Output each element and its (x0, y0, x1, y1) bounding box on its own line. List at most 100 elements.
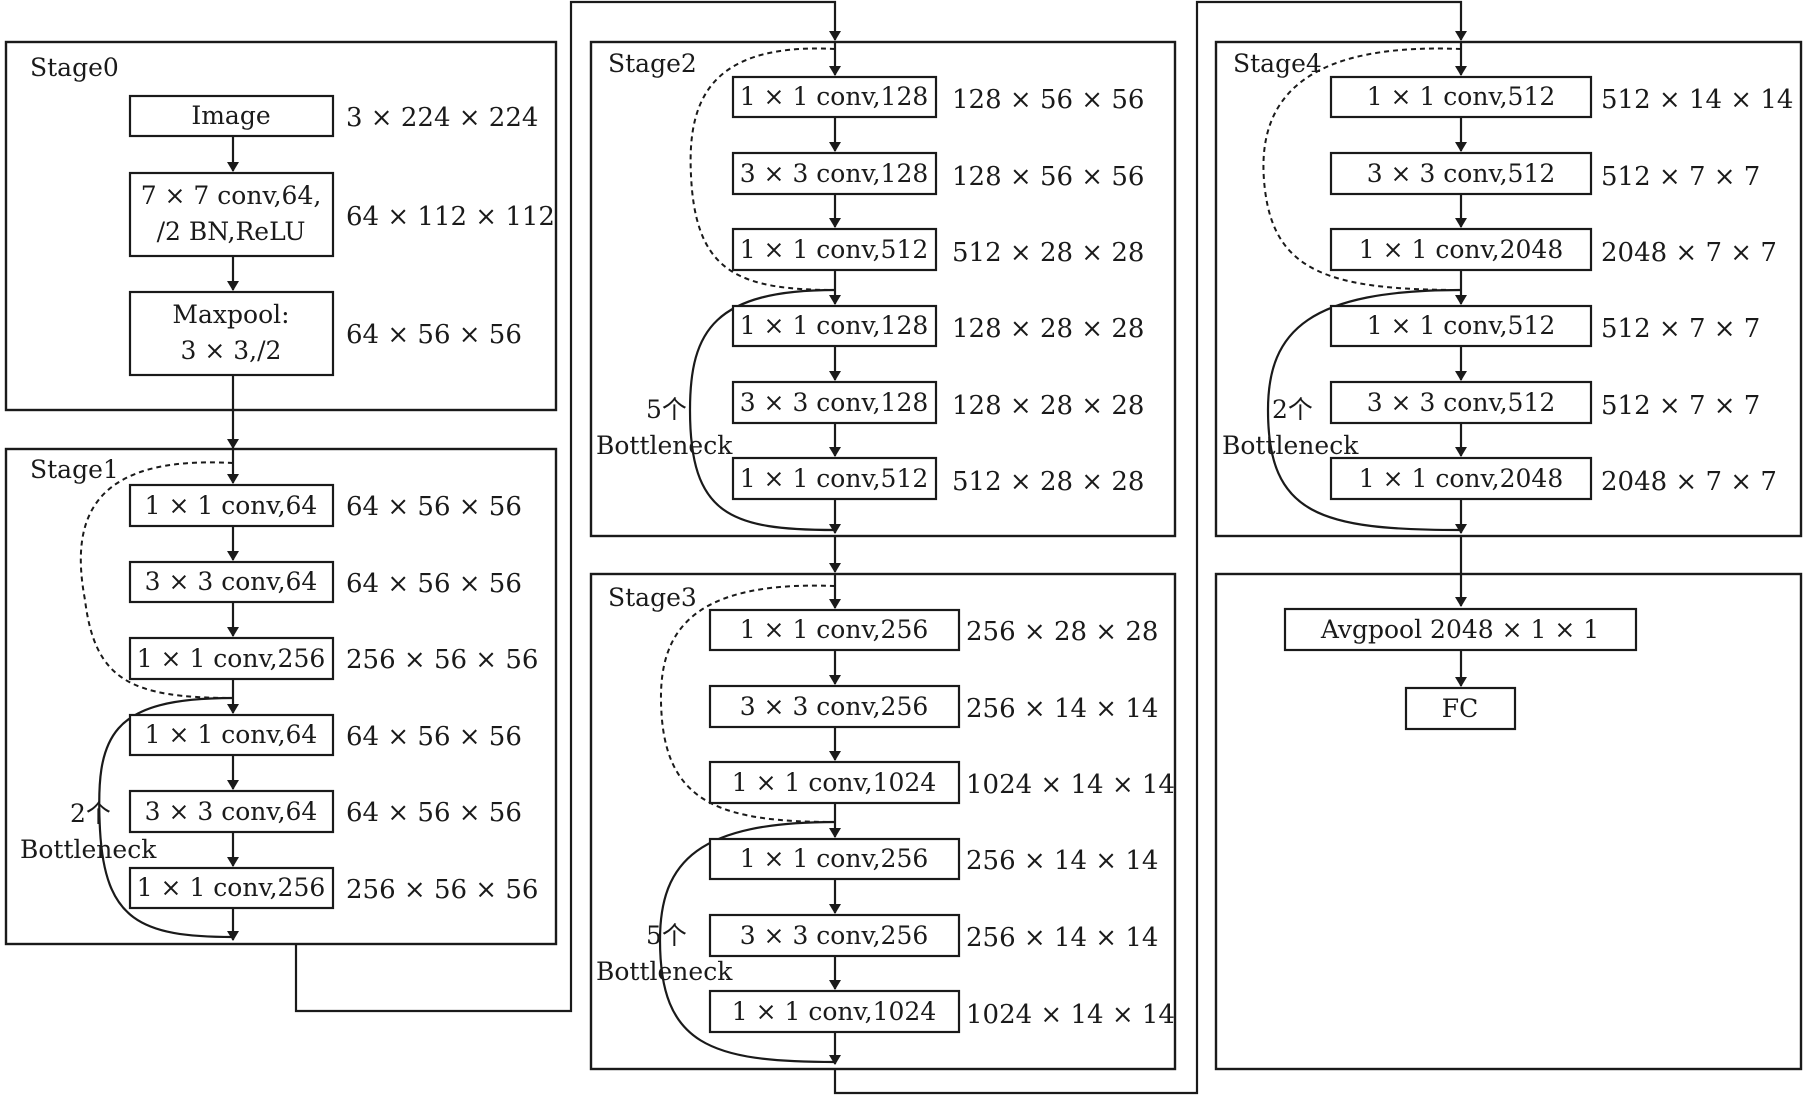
stage1-repeat-name: Bottleneck (20, 835, 157, 864)
connector-stage3-to-stage4 (833, 0, 1467, 1095)
stage2-layer-1-dim: 128 × 56 × 56 (952, 162, 1144, 192)
avgpool-box (1283, 607, 1638, 652)
stage3-layer-0-box (708, 608, 961, 652)
stage1-layer-5-dim: 256 × 56 × 56 (346, 875, 538, 905)
stage1-layer-3-dim: 64 × 56 × 56 (346, 722, 522, 752)
stage4-layer-3-label: 1 × 1 conv,512 (1367, 311, 1556, 340)
conv7-label-line1: 7 × 7 conv,64, (141, 181, 322, 210)
stage3-repeat-name: Bottleneck (596, 957, 733, 986)
stage2-layer-2-dim: 512 × 28 × 28 (952, 238, 1144, 268)
stage3-layer-5-box (708, 989, 961, 1034)
stage1-layer-1-box (128, 560, 335, 604)
fc-box (1404, 686, 1517, 731)
stage4-layer-3-dim: 512 × 7 × 7 (1601, 314, 1760, 344)
stage3-layer-4-box (708, 913, 961, 958)
stage2-layer-1-label: 3 × 3 conv,128 (740, 159, 929, 188)
stage4-layer-4-dim: 512 × 7 × 7 (1601, 391, 1760, 421)
stage4-layer-5-box (1329, 456, 1593, 501)
stage3-layer-3-label: 1 × 1 conv,256 (740, 844, 929, 873)
stage1-layer-0-box (128, 483, 335, 528)
maxpool-label-line1: Maxpool: (172, 300, 289, 329)
stage1-layer-1-label: 3 × 3 conv,64 (145, 567, 318, 596)
stage2-layer-0-box (731, 75, 938, 119)
stage4-layer-2-dim: 2048 × 7 × 7 (1601, 238, 1777, 268)
stage2-shortcut-dashed (689, 47, 836, 291)
stage1-shortcut-solid (98, 696, 234, 939)
stage4-layer-2-box (1329, 227, 1593, 272)
stage2-layer-3-label: 1 × 1 conv,128 (740, 311, 929, 340)
stage4-layer-2-label: 1 × 1 conv,2048 (1359, 235, 1563, 264)
stage4-layer-1-dim: 512 × 7 × 7 (1601, 162, 1760, 192)
stage3-layer-4-label: 3 × 3 conv,256 (740, 921, 929, 950)
maxpool-box (128, 290, 335, 377)
stage2-layer-0-label: 1 × 1 conv,128 (740, 82, 929, 111)
stage3-layer-2-label: 1 × 1 conv,1024 (732, 768, 936, 797)
stage2-shortcut-solid (688, 288, 836, 532)
stage3-layer-3-dim: 256 × 14 × 14 (966, 846, 1158, 876)
stage4-layer-3-box (1329, 304, 1593, 348)
stage1-layer-2-dim: 256 × 56 × 56 (346, 645, 538, 675)
stage3-shortcut-solid (658, 820, 836, 1064)
avgpool-label: Avgpool 2048 × 1 × 1 (1320, 615, 1599, 644)
stage2-repeat-count: 5个 (646, 395, 687, 424)
stage2-layer-5-box (731, 456, 938, 501)
stage3-layer-2-dim: 1024 × 14 × 14 (966, 770, 1175, 800)
stage2-repeat-name: Bottleneck (596, 431, 733, 460)
stage4-layer-0-label: 1 × 1 conv,512 (1367, 82, 1556, 111)
stage4-layer-0-dim: 512 × 14 × 14 (1601, 85, 1793, 115)
conv7-box (128, 171, 335, 258)
stage2-layer-4-label: 3 × 3 conv,128 (740, 388, 929, 417)
maxpool-label-line2: 3 × 3,/2 (181, 336, 282, 365)
stage1-layer-4-dim: 64 × 56 × 56 (346, 798, 522, 828)
stage2-layer-2-box (731, 227, 938, 272)
stage2-layer-3-box (731, 304, 938, 348)
stage1-layer-3-box (128, 713, 335, 757)
maxpool-dim: 64 × 56 × 56 (346, 320, 522, 350)
image-box (128, 94, 335, 138)
stage1-repeat-count: 2个 (70, 799, 111, 828)
stage2-layer-5-label: 1 × 1 conv,512 (740, 464, 929, 493)
stage1-layer-2-label: 1 × 1 conv,256 (137, 644, 326, 673)
stage4-frame (1214, 40, 1803, 538)
stage4-layer-4-box (1329, 380, 1593, 425)
stage3-repeat-count: 5个 (646, 921, 687, 950)
head-frame (1214, 572, 1803, 1071)
stage4-shortcut-dashed (1262, 47, 1462, 291)
stage1-layer-2-box (128, 636, 335, 681)
stage1-layer-1-dim: 64 × 56 × 56 (346, 569, 522, 599)
stage2-frame (589, 40, 1177, 538)
stage3-layer-1-dim: 256 × 14 × 14 (966, 694, 1158, 724)
stage4-layer-5-label: 1 × 1 conv,2048 (1359, 464, 1563, 493)
stage3-layer-5-dim: 1024 × 14 × 14 (966, 1000, 1175, 1030)
stage4-layer-0-box (1329, 75, 1593, 119)
connector-stage1-to-stage2 (294, 0, 841, 1013)
stage3-layer-5-label: 1 × 1 conv,1024 (732, 997, 936, 1026)
stage1-layer-5-label: 1 × 1 conv,256 (137, 873, 326, 902)
stage2-title: Stage2 (608, 49, 697, 78)
stage1-layer-5-box (128, 866, 335, 910)
conv7-dim: 64 × 112 × 112 (346, 202, 555, 232)
stage4-shortcut-solid (1266, 288, 1462, 532)
stage0-title: Stage0 (30, 53, 119, 82)
stage3-layer-1-box (708, 684, 961, 729)
stage1-layer-3-label: 1 × 1 conv,64 (145, 720, 318, 749)
stage2-layer-5-dim: 512 × 28 × 28 (952, 467, 1144, 497)
stage3-frame (589, 572, 1177, 1071)
stage0-frame (4, 40, 558, 412)
stage1-layer-0-label: 1 × 1 conv,64 (145, 491, 318, 520)
conv7-label-line2: /2 BN,ReLU (157, 217, 306, 246)
stage2-layer-3-dim: 128 × 28 × 28 (952, 314, 1144, 344)
stage3-title: Stage3 (608, 583, 697, 612)
stage2-layer-0-dim: 128 × 56 × 56 (952, 85, 1144, 115)
stage4-repeat-name: Bottleneck (1222, 431, 1359, 460)
stage2-layer-4-box (731, 380, 938, 425)
stage3-layer-4-dim: 256 × 14 × 14 (966, 923, 1158, 953)
image-label: Image (191, 101, 270, 130)
image-dim: 3 × 224 × 224 (346, 103, 538, 133)
stage3-layer-3-box (708, 837, 961, 881)
stage3-layer-2-box (708, 760, 961, 805)
stage1-layer-0-dim: 64 × 56 × 56 (346, 492, 522, 522)
stage1-layer-4-box (128, 789, 335, 834)
stage2-layer-4-dim: 128 × 28 × 28 (952, 391, 1144, 421)
